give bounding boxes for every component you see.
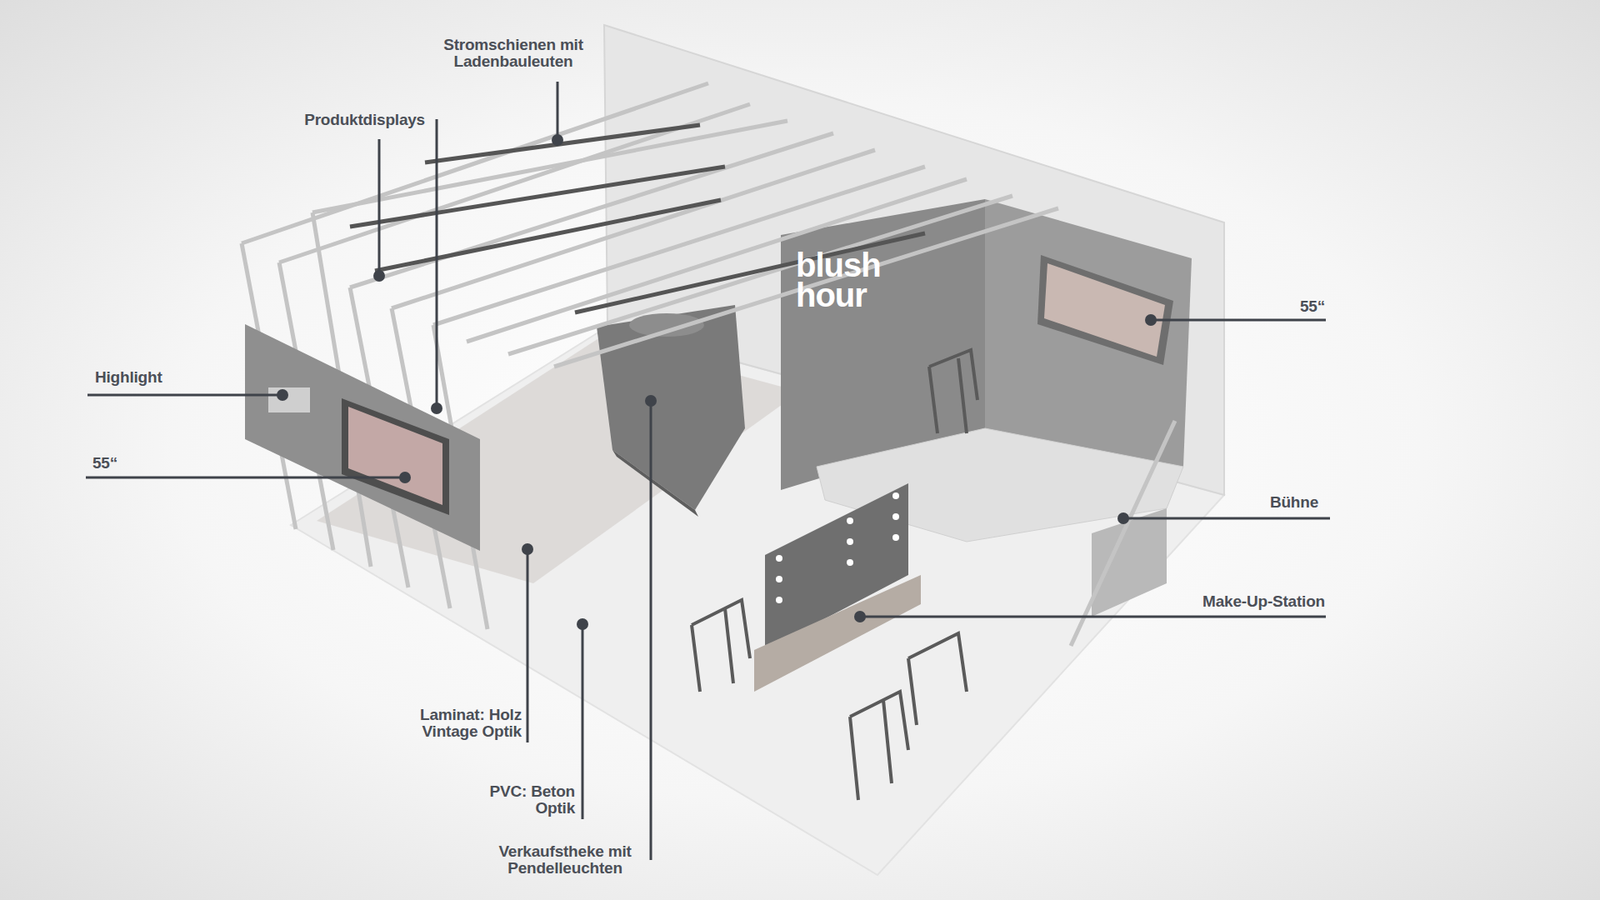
part-label: Make-Up-Station (1158, 593, 1325, 610)
brand-logo: blush hour (795, 250, 905, 310)
pipe-frame (241, 83, 1175, 646)
leader-dots (276, 134, 1157, 630)
highlight-shelf (268, 387, 310, 413)
part-label: Verkaufstheke mit Pendelleuchten (485, 843, 645, 877)
material-label: Laminat: Holz Vintage Optik (371, 706, 522, 740)
screen-size-label: 55“ (1300, 298, 1350, 315)
tv-image (1044, 263, 1165, 357)
screen-size-label: 55“ (92, 455, 143, 472)
tv-screen (1037, 255, 1174, 365)
part-label: Stromschienen mit Ladenbauleuten (430, 36, 597, 70)
stage-wall (985, 199, 1192, 467)
part-label: Bühne (1218, 494, 1319, 511)
mirror-lights (775, 492, 900, 604)
material-label: PVC: Beton Optik (473, 783, 575, 817)
tv-image (348, 406, 443, 505)
makeup-table (754, 575, 921, 692)
chairs (691, 350, 978, 800)
leader-lines (85, 81, 1330, 860)
display-wall (245, 324, 480, 551)
part-label: Produktdisplays (275, 111, 425, 129)
part-label: Highlight (95, 369, 212, 386)
tv-screen (341, 398, 450, 515)
counter-edge (612, 450, 699, 517)
sales-counter (596, 305, 745, 510)
